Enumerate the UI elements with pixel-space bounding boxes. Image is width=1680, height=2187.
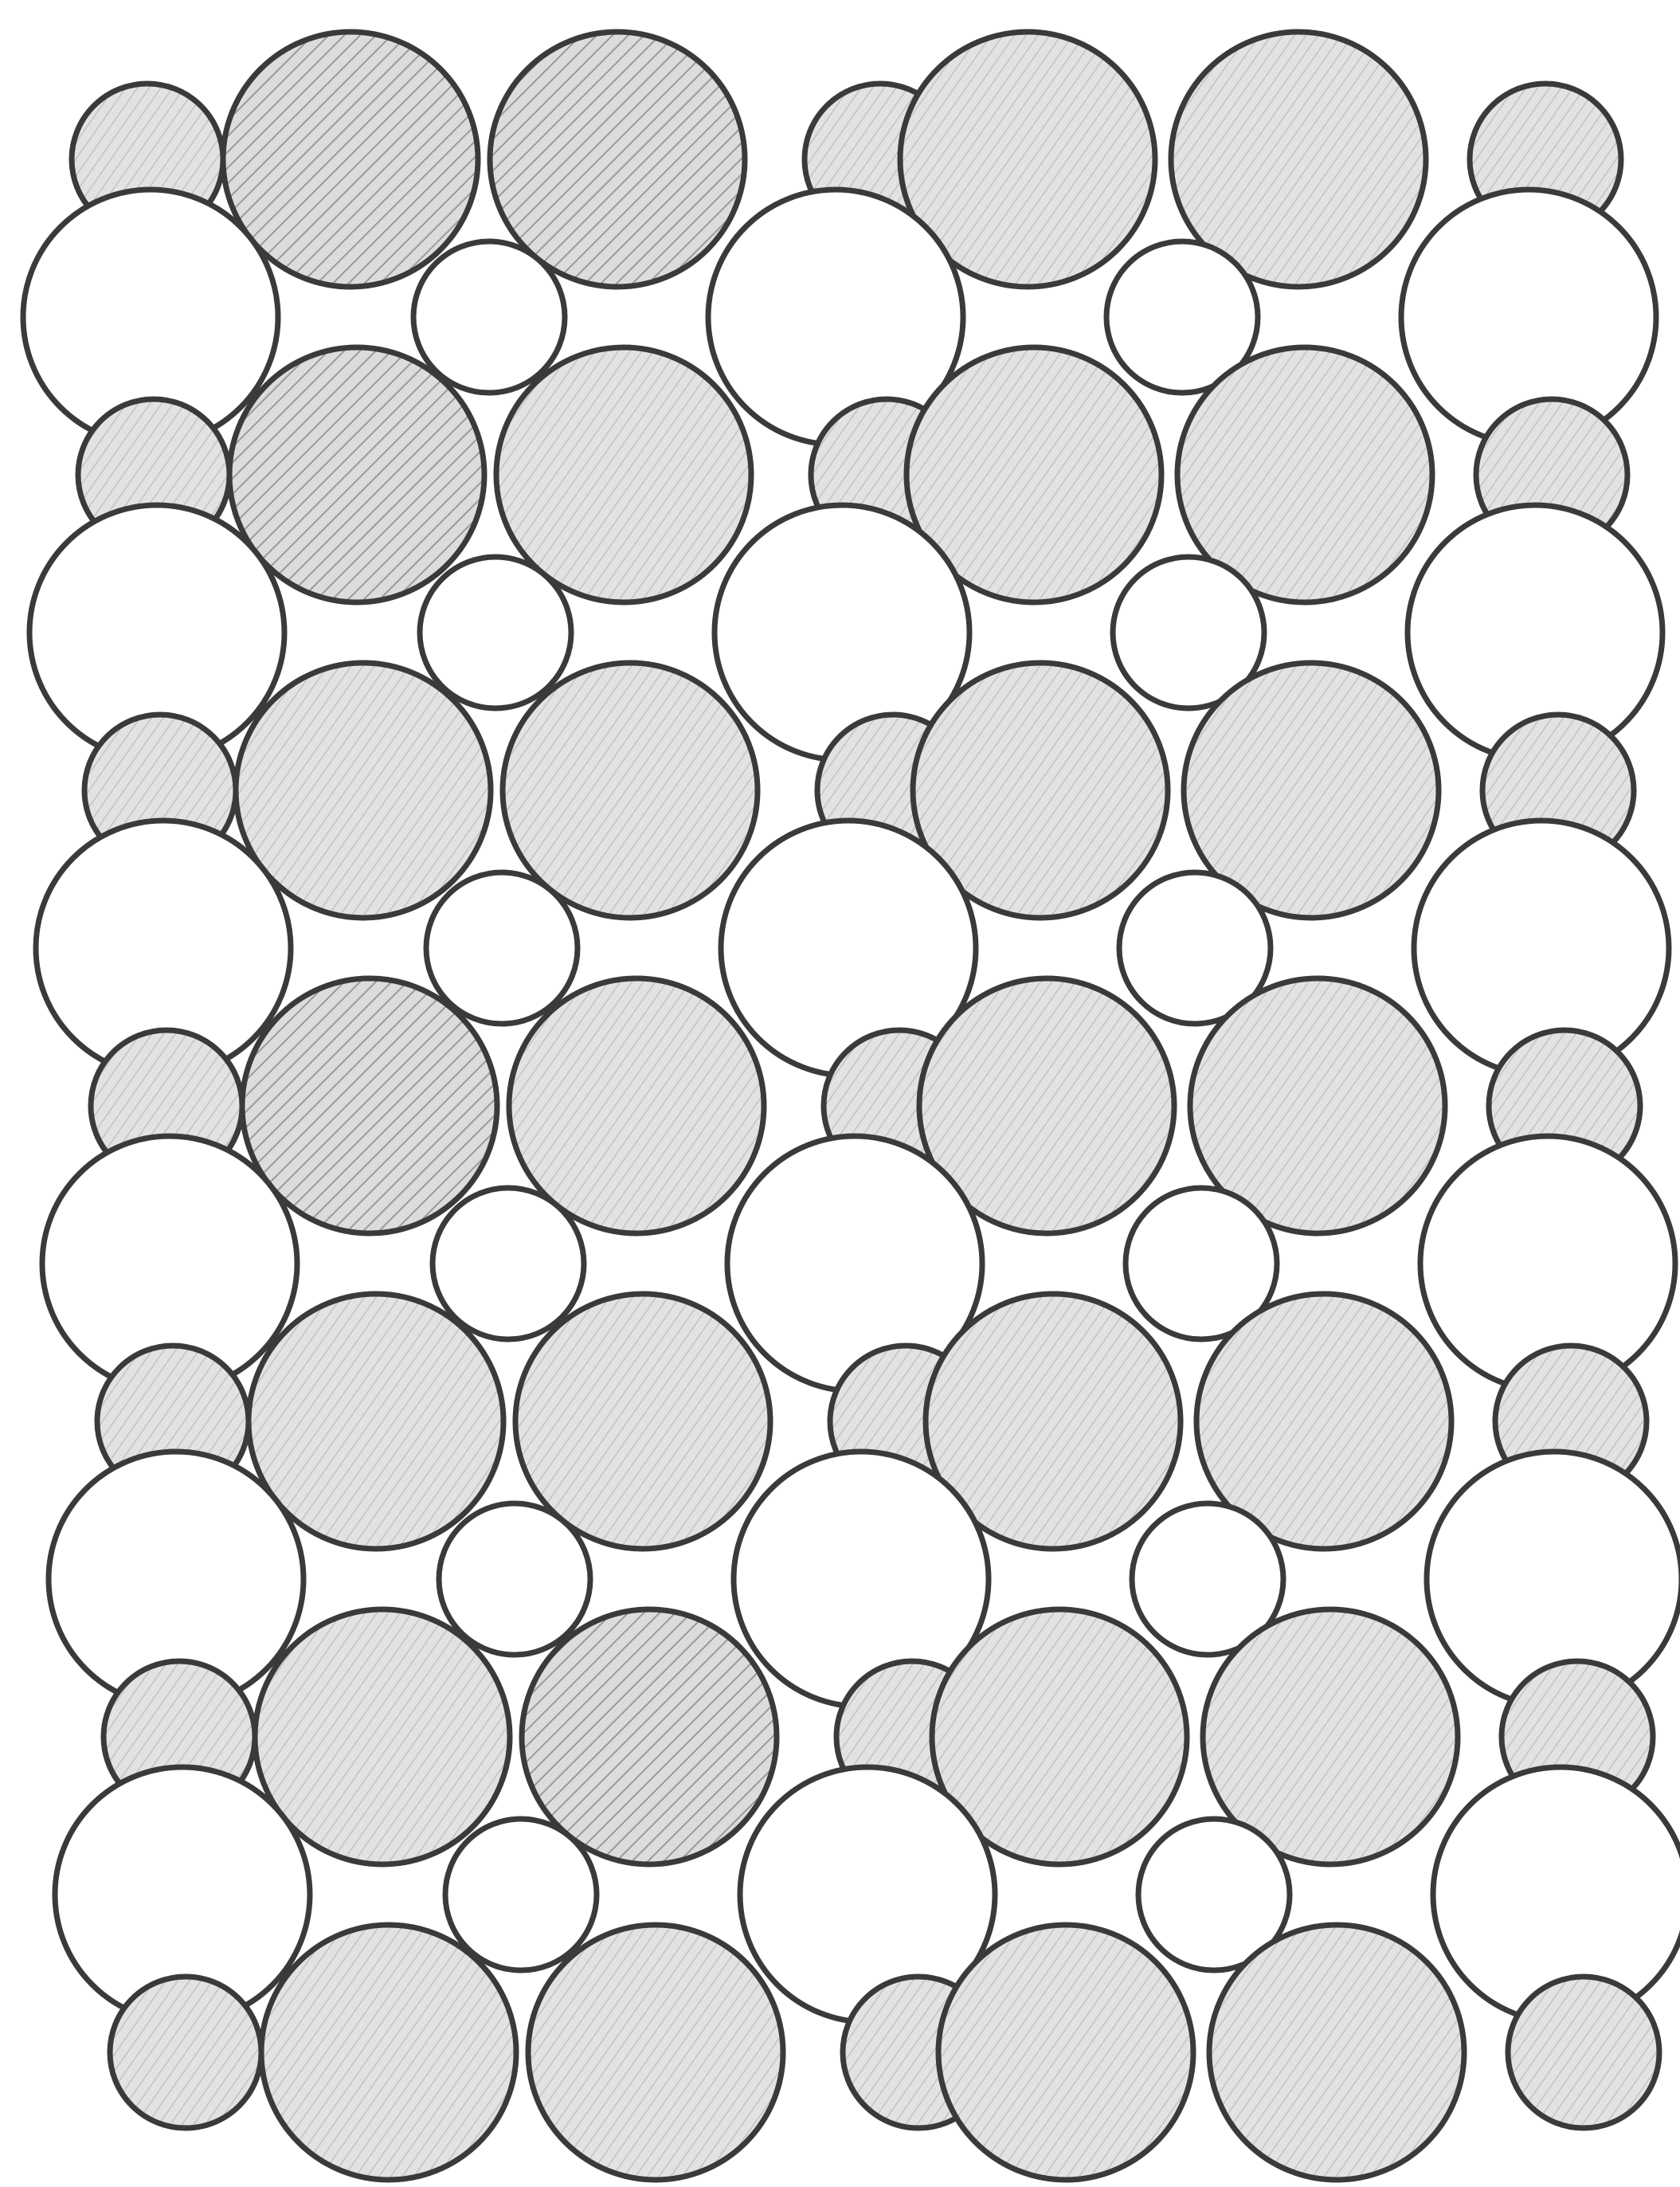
plain-circle-r10-c2	[439, 1503, 590, 1655]
plain-circle-r6-c2	[426, 872, 578, 1024]
plain-circle-r12-c2	[445, 1819, 597, 1970]
shaded-circle-r13-c6	[1209, 1925, 1464, 2180]
shaded-circle-r13-c2	[261, 1925, 516, 2180]
plain-circle-r2-c2	[413, 241, 565, 393]
shaded-circle-r13-c3	[528, 1925, 783, 2180]
shaded-circle-r3-c3	[496, 347, 751, 602]
circles-layer	[23, 32, 1680, 2180]
shaded-circle-r13-c5	[938, 1925, 1193, 2180]
shaded-circle-r9-c3	[515, 1294, 770, 1549]
plain-circle-r8-c2	[433, 1188, 584, 1339]
hatched-circle-r11-c3	[522, 1609, 777, 1864]
shaded-circle-r13-c7	[1508, 1977, 1659, 2128]
plain-circle-r4-c2	[420, 557, 571, 708]
hatched-circle-r1-c3	[490, 32, 745, 287]
shaded-circle-r7-c3	[509, 978, 764, 1233]
shaded-circle-r5-c3	[503, 663, 758, 918]
shaded-circle-r13-c1	[110, 1977, 261, 2128]
